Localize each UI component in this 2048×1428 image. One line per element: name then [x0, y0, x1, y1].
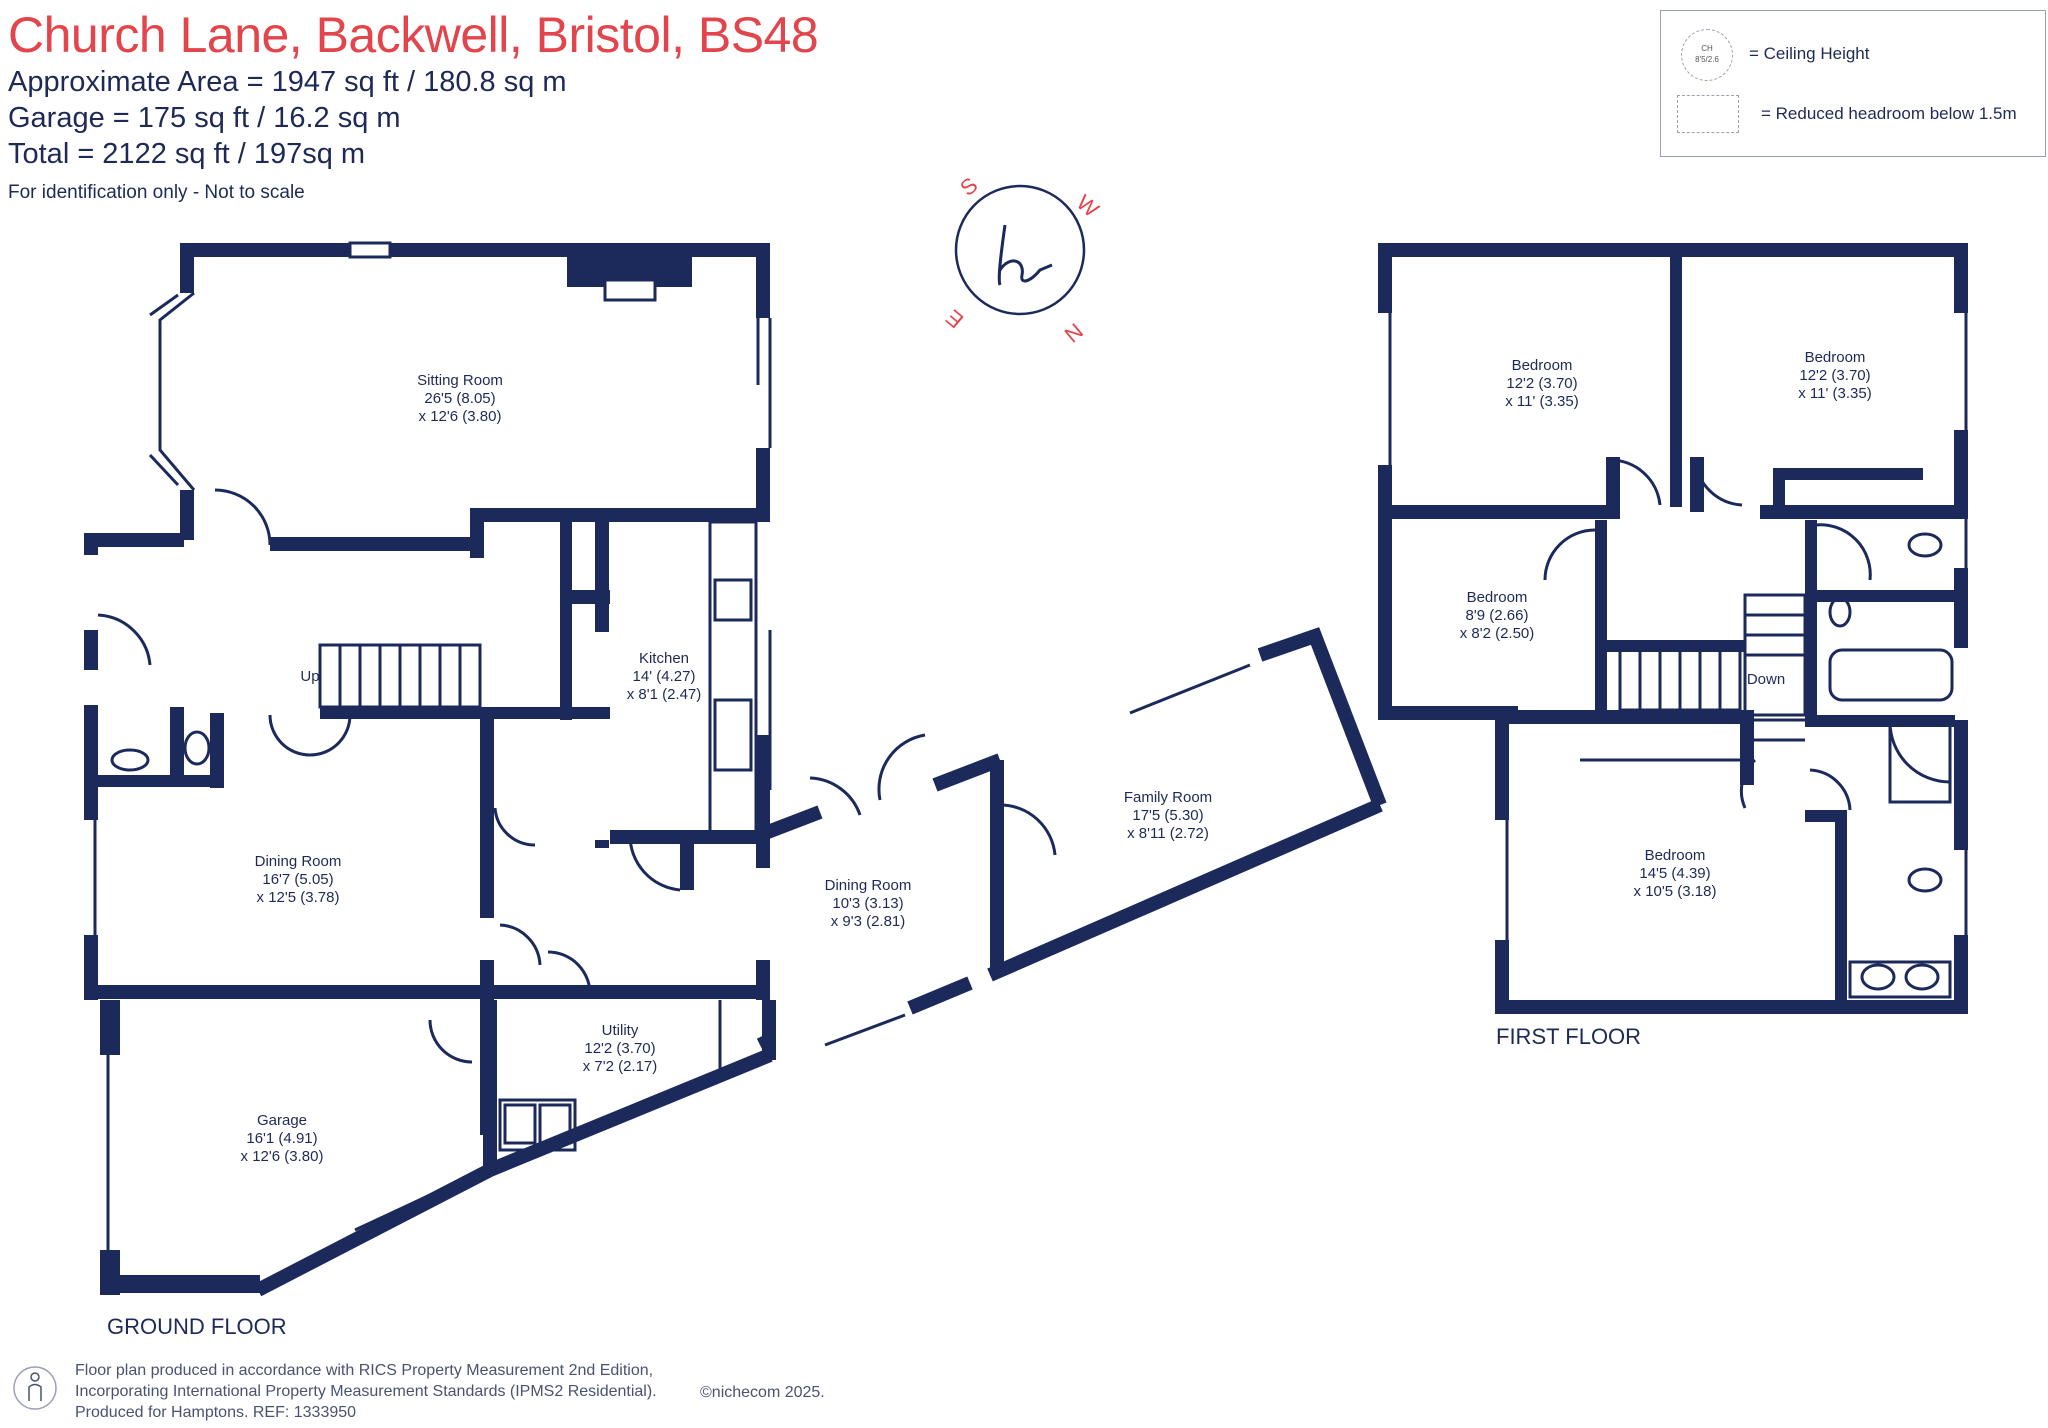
approximate-area: Approximate Area = 1947 sq ft / 180.8 sq… — [8, 66, 567, 98]
stairs-down-label: Down — [1747, 671, 1785, 688]
ceiling-height-label: = Ceiling Height — [1749, 44, 1870, 63]
footer-line-2: Incorporating International Property Mea… — [75, 1383, 657, 1400]
garage-dim1: 16'1 (4.91) — [246, 1130, 317, 1147]
bedroom-1-dim1: 12'2 (3.70) — [1506, 375, 1577, 392]
footer-notes: Floor plan produced in accordance with R… — [75, 1360, 657, 1423]
scale-note: For identification only - Not to scale — [8, 182, 305, 203]
utility-dim1: 12'2 (3.70) — [584, 1040, 655, 1057]
footer-line-3: Produced for Hamptons. REF: 1333950 — [75, 1404, 357, 1421]
family-room-name: Family Room — [1124, 789, 1212, 806]
kitchen-dim1: 14' (4.27) — [633, 668, 696, 685]
ch-symbol-bottom: 8'5/2.6 — [1695, 55, 1719, 64]
dining-room-1-name: Dining Room — [255, 853, 342, 870]
legend: CH 8'5/2.6 = Ceiling Height = Reduced he… — [1660, 10, 2046, 157]
compass-s: S — [955, 172, 982, 201]
ground-floor-outline — [254, 627, 1387, 1297]
ground-floor-labels: Sitting Room 26'5 (8.05) x 12'6 (3.80) K… — [241, 372, 1213, 1165]
ground-floor-thin-walls — [93, 241, 1372, 1250]
kitchen-name: Kitchen — [639, 650, 689, 667]
dining-room-2-name: Dining Room — [825, 877, 912, 894]
bedroom-1-dim2: x 11' (3.35) — [1505, 393, 1578, 410]
first-floor-label: FIRST FLOOR — [1496, 1024, 1642, 1049]
bedroom-2-name: Bedroom — [1805, 349, 1866, 366]
bedroom-1-name: Bedroom — [1512, 357, 1573, 374]
garage-dim2: x 12'6 (3.80) — [241, 1148, 324, 1165]
dining-room-1-dim1: 16'7 (5.05) — [262, 871, 333, 888]
bedroom-4-name: Bedroom — [1645, 847, 1706, 864]
bedroom-2-dim2: x 11' (3.35) — [1798, 385, 1871, 402]
compass-e: E — [941, 305, 968, 334]
dining-room-2-dim1: 10'3 (3.13) — [832, 895, 903, 912]
kitchen-dim2: x 8'1 (2.47) — [627, 686, 702, 703]
bedroom-3-dim1: 8'9 (2.66) — [1466, 607, 1529, 624]
person-icon — [13, 1366, 57, 1410]
first-floor-thin-walls — [1388, 313, 1968, 999]
garage-area: Garage = 175 sq ft / 16.2 sq m — [8, 102, 401, 134]
dining-room-1-dim2: x 12'5 (3.78) — [257, 889, 340, 906]
reduced-headroom-label: = Reduced headroom below 1.5m — [1761, 104, 2017, 123]
stairs-up-label: Up — [300, 668, 319, 685]
footer-line-1: Floor plan produced in accordance with R… — [75, 1362, 654, 1379]
bedroom-4-dim2: x 10'5 (3.18) — [1634, 883, 1717, 900]
bedroom-3-name: Bedroom — [1467, 589, 1528, 606]
ground-floor-plan — [84, 243, 1004, 1295]
ceiling-height-symbol: CH 8'5/2.6 — [1681, 29, 1733, 81]
sitting-room-dim1: 26'5 (8.05) — [424, 390, 495, 407]
logo-h-icon — [997, 224, 1053, 286]
bedroom-3-dim2: x 8'2 (2.50) — [1460, 625, 1535, 642]
copyright: ©nichecom 2025. — [700, 1384, 825, 1401]
ground-floor-label: GROUND FLOOR — [107, 1314, 287, 1339]
family-room-dim1: 17'5 (5.30) — [1132, 807, 1203, 824]
utility-name: Utility — [602, 1022, 639, 1039]
ch-symbol-top: CH — [1701, 44, 1713, 53]
utility-dim2: x 7'2 (2.17) — [583, 1058, 658, 1075]
property-title: Church Lane, Backwell, Bristol, BS48 — [8, 7, 819, 63]
dining-room-2-dim2: x 9'3 (2.81) — [831, 913, 906, 930]
reduced-headroom-symbol — [1677, 95, 1739, 133]
compass-logo: S W N E — [941, 172, 1104, 347]
bedroom-2-dim1: 12'2 (3.70) — [1799, 367, 1870, 384]
family-room-dim2: x 8'11 (2.72) — [1127, 825, 1209, 842]
total-area: Total = 2122 sq ft / 197sq m — [8, 138, 366, 170]
compass-w: W — [1072, 190, 1104, 223]
first-floor-plan — [1378, 243, 1968, 1014]
compass-n: N — [1060, 318, 1088, 347]
garage-name: Garage — [257, 1112, 307, 1129]
bedroom-4-dim1: 14'5 (4.39) — [1639, 865, 1710, 882]
sitting-room-dim2: x 12'6 (3.80) — [419, 408, 502, 425]
first-floor-labels: Bedroom 12'2 (3.70) x 11' (3.35) Bedroom… — [1460, 349, 1872, 900]
sitting-room-name: Sitting Room — [417, 372, 503, 389]
